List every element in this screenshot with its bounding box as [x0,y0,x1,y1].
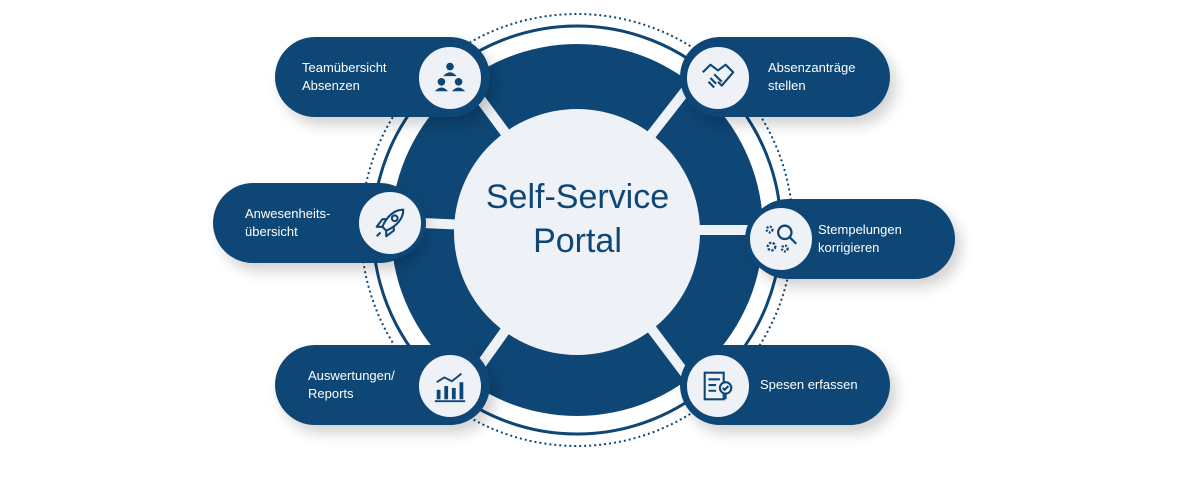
center-title: Self-Service Portal [455,175,700,263]
center-circle [454,109,700,355]
center-title-line2: Portal [533,222,622,260]
item-label: Stempelungen korrigieren [818,222,902,255]
item-label: Anwesenheits- übersicht [245,206,331,239]
item-label: Auswertungen/ Reports [308,368,395,401]
rocket-icon [356,189,424,257]
item-label: Spesen erfassen [760,377,858,392]
handshake-icon [684,44,752,112]
item-label: Absenzanträge stellen [768,60,856,93]
bar-chart-icon [416,352,484,420]
team-hierarchy-icon [416,44,484,112]
gears-magnifier-icon [747,205,815,273]
document-check-icon [684,352,752,420]
center-title-line1: Self-Service [485,178,670,216]
item-label: Teamübersicht Absenzen [302,60,387,93]
